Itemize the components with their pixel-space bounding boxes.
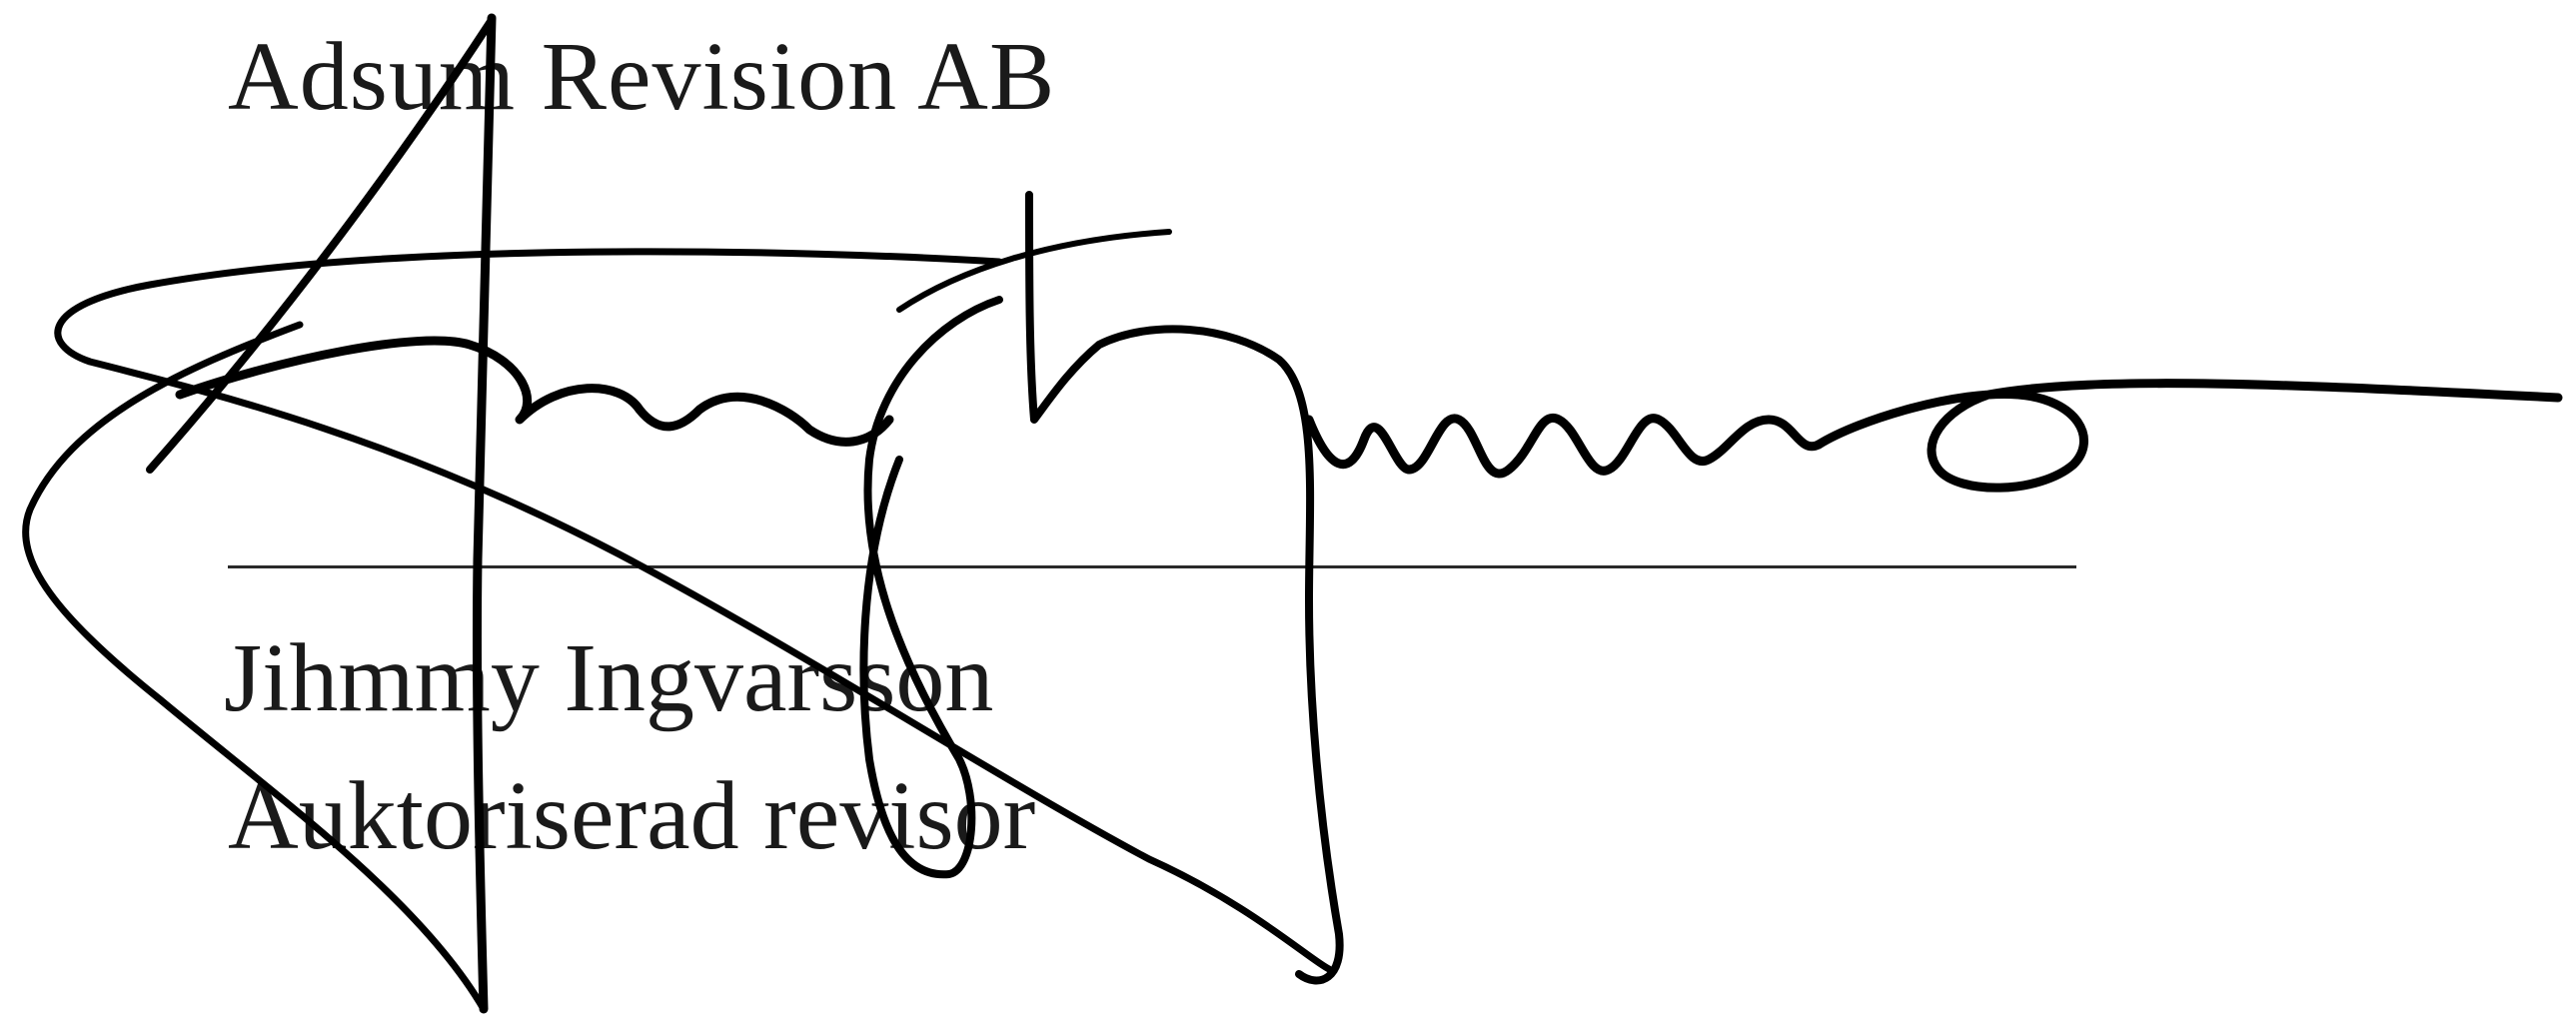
signer-name: Jihmmy Ingvarsson (224, 624, 994, 732)
signature-line (228, 565, 2076, 568)
signature-stroke (175, 336, 894, 447)
signature-stroke (1814, 379, 2563, 493)
signature-stroke (1025, 191, 1344, 985)
company-name: Adsum Revision AB (228, 23, 1056, 131)
signer-title: Auktoriserad revisor (228, 762, 1036, 870)
signature-stroke (1304, 414, 1824, 479)
signature-stroke (896, 229, 1172, 313)
